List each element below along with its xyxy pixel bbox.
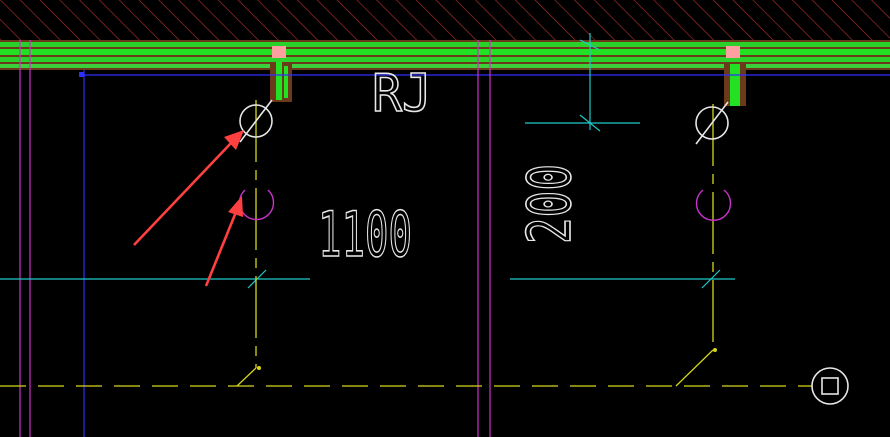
yellow-leader-left[interactable]: [236, 367, 257, 387]
beam-node-right[interactable]: [726, 46, 740, 58]
dimension-200[interactable]: 200: [514, 163, 586, 245]
slab-hatch: [0, 0, 890, 40]
diameter-symbol-left[interactable]: [239, 99, 273, 143]
cyan-tick-left: [247, 269, 267, 289]
yellow-dot-left: [257, 366, 261, 370]
diameter-symbol-right[interactable]: [695, 101, 729, 145]
square-circle-marker[interactable]: [811, 367, 849, 405]
column-stub-left[interactable]: [270, 62, 292, 102]
column-stub-right[interactable]: [724, 62, 746, 106]
top-text-rj[interactable]: RJ: [371, 63, 433, 125]
cyan-tick-right: [701, 269, 721, 289]
beam-node-left[interactable]: [272, 46, 286, 58]
annotation-arrow-upper: [133, 130, 244, 246]
cyan-dim-tick-top: [579, 39, 601, 51]
magenta-arc-right[interactable]: [695, 189, 732, 221]
beam-band: [0, 40, 890, 70]
yellow-leader-right[interactable]: [675, 349, 714, 387]
yellow-dot-right: [713, 348, 717, 352]
blue-tick: [79, 72, 84, 77]
annotation-arrow-lower: [204, 196, 243, 287]
dimension-1100[interactable]: 1100: [317, 197, 413, 272]
cyan-dim-tick-bottom: [579, 114, 601, 132]
